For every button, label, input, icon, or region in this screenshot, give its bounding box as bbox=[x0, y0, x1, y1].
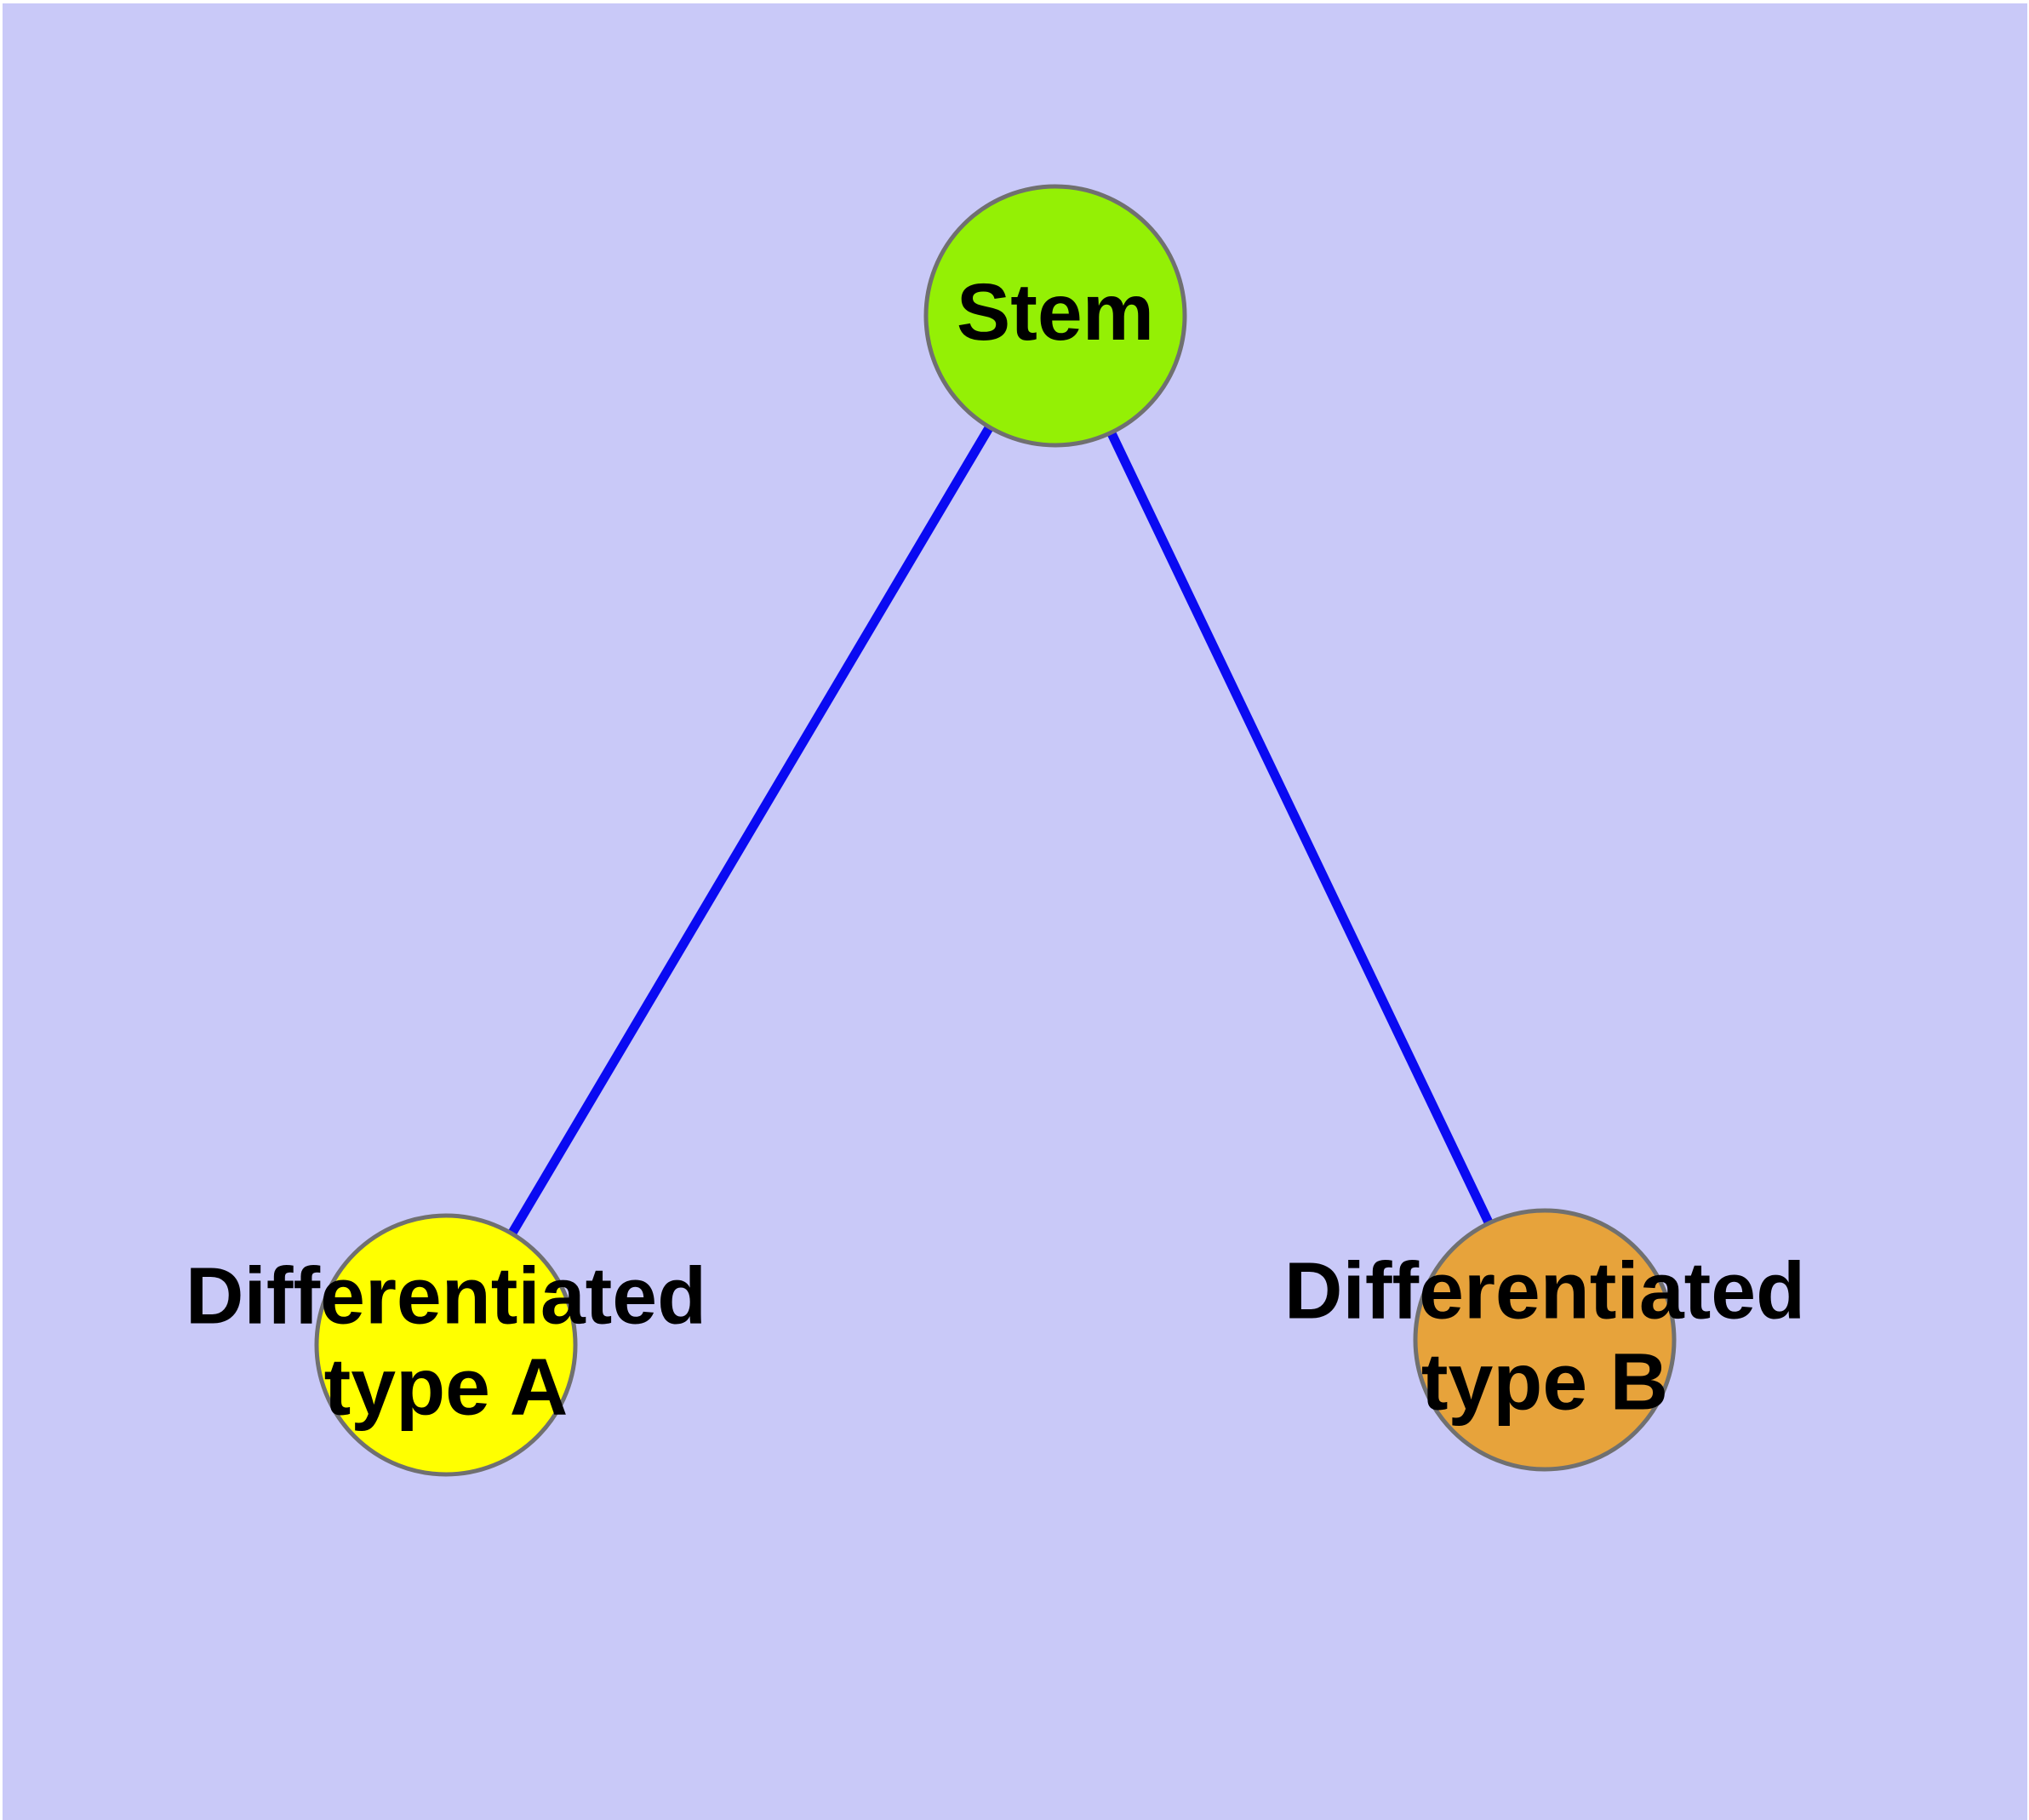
differentiated-type-a-label-line-1: Differentiated bbox=[186, 1251, 706, 1342]
differentiated-type-b-label-line-1: Differentiated bbox=[1284, 1246, 1805, 1336]
differentiated-type-b-label-line-2: type B bbox=[1421, 1337, 1668, 1428]
edge-stem-to-differentiated-type-a bbox=[507, 424, 994, 1237]
stem-circle[interactable] bbox=[923, 184, 1187, 448]
edges-layer bbox=[507, 424, 1494, 1237]
differentiated-type-b-circle[interactable] bbox=[1413, 1208, 1677, 1472]
differentiated-type-a-label-line-2: type A bbox=[324, 1342, 569, 1433]
node-stem[interactable]: Stem bbox=[923, 184, 1187, 448]
stem-label-line-1: Stem bbox=[957, 267, 1154, 358]
differentiated-type-a-circle[interactable] bbox=[314, 1213, 578, 1477]
edge-stem-to-differentiated-type-b bbox=[1106, 430, 1494, 1226]
